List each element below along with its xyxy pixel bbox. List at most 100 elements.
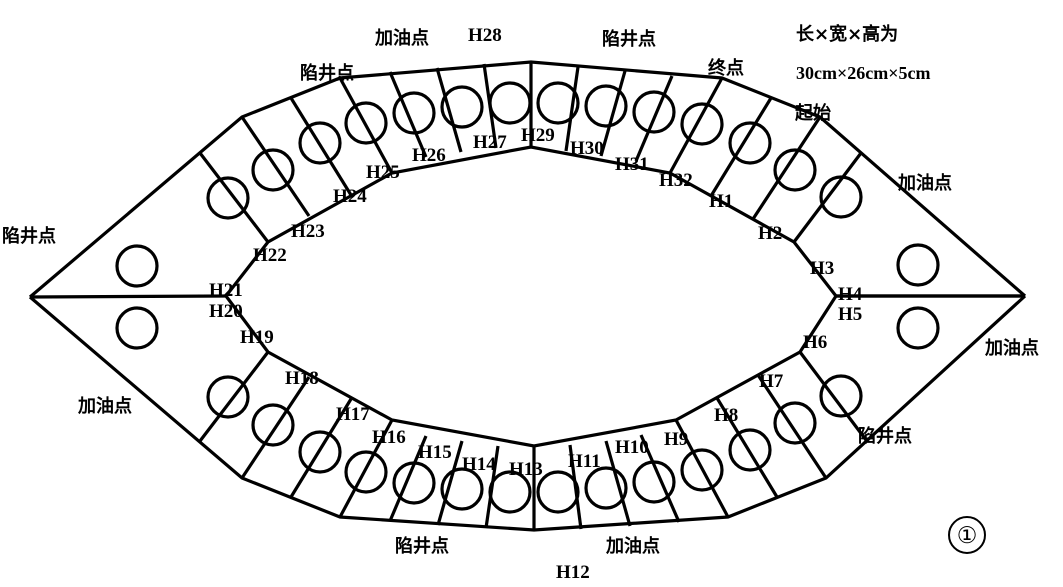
cell-circle-h19: [206, 375, 250, 419]
cell-circles: [115, 81, 940, 514]
cell-circle-h5: [896, 306, 940, 350]
divider-h17-h18: [289, 398, 353, 498]
dimension-caption-value: 30cm×26cm×5cm: [796, 63, 931, 83]
annotation-refuel-point: 加油点: [898, 173, 952, 194]
cell-label: H22: [253, 245, 287, 266]
divider-h19-h20: [198, 351, 270, 442]
figure-number-badge: ①: [948, 516, 986, 554]
dimension-caption-label: 长×宽×高为: [796, 24, 899, 45]
divider-h31-h32: [634, 75, 674, 162]
cell-circle-h20: [115, 306, 159, 350]
cell-label: H27: [473, 132, 507, 153]
divider-h16-h17: [338, 419, 394, 518]
cell-label: H15: [418, 442, 452, 463]
cell-label: H32: [659, 170, 693, 191]
divider-h2-h3: [751, 116, 822, 220]
cell-circle-h6: [819, 374, 863, 418]
cell-label: H7: [759, 371, 784, 392]
cell-label: H16: [372, 427, 406, 448]
cell-circle-h32: [680, 102, 724, 146]
divider-h14-h15: [436, 440, 464, 526]
annotation-trap-point: 陷井点: [602, 29, 656, 50]
divider-h26-h27: [435, 67, 463, 153]
cell-label: H28: [468, 25, 502, 46]
cell-label: H11: [568, 451, 601, 472]
cell-label: H5: [838, 304, 863, 325]
cell-label: H17: [336, 404, 370, 425]
divider-h21-h22: [198, 152, 270, 243]
divider-h9-h10: [639, 434, 681, 523]
divider-h5-h6: [798, 351, 868, 441]
cell-label: H13: [509, 459, 543, 480]
divider-h11-h12: [568, 444, 583, 530]
annotation-refuel-point: 加油点: [985, 338, 1039, 359]
cell-circle-h21: [115, 244, 159, 288]
annotation-trap-point: 陷井点: [300, 63, 354, 84]
cell-circle-h2: [773, 148, 817, 192]
cell-circle-h17: [298, 430, 342, 474]
cell-circle-h26: [392, 91, 436, 135]
cell-label: H9: [664, 429, 689, 450]
cell-circle-h18: [251, 403, 295, 447]
cell-label: H29: [521, 125, 555, 146]
cell-circle-h24: [298, 121, 342, 165]
divider-h29-h30: [564, 66, 580, 152]
divider-h24-h25: [338, 77, 394, 174]
cell-label: H1: [709, 191, 734, 212]
annotation-end-point: 终点: [708, 58, 744, 79]
cell-circle-h23: [251, 148, 295, 192]
divider-h1-h2: [709, 97, 773, 197]
cell-label: H4: [838, 284, 863, 305]
divider-h7-h8: [715, 397, 779, 498]
cell-label: H3: [810, 258, 835, 279]
divider-h6-h7: [756, 374, 828, 479]
divider-h10-h11: [604, 440, 632, 527]
outer-edge-lower: [28, 294, 1027, 532]
cell-label: H20: [209, 301, 243, 322]
divider-h18-h19: [240, 376, 311, 479]
cell-label: H30: [570, 138, 604, 159]
annotation-refuel-point: 加油点: [375, 28, 429, 49]
cell-label: H25: [366, 162, 400, 183]
cell-label: H14: [462, 454, 496, 475]
cell-circle-h3: [819, 175, 863, 219]
annotation-trap-point: 陷井点: [2, 226, 56, 247]
left-tip-spine: [29, 294, 227, 299]
cell-circle-h25: [344, 101, 388, 145]
cell-circle-h27: [440, 85, 484, 129]
divider-h3-h4: [792, 152, 863, 243]
cell-label: H8: [714, 405, 739, 426]
cell-label: H10: [615, 437, 649, 458]
cell-circle-h8: [728, 428, 772, 472]
divider-h25-h26: [388, 71, 428, 158]
cell-label: H6: [803, 332, 828, 353]
cell-label: H26: [412, 145, 446, 166]
cell-circle-h16: [344, 450, 388, 494]
cell-circle-h15: [392, 461, 436, 505]
cell-label: H19: [240, 327, 274, 348]
cell-circle-h22: [206, 176, 250, 220]
cell-circle-h28: [488, 81, 532, 125]
divider-h15-h16: [388, 435, 428, 522]
cell-circle-h1: [728, 121, 772, 165]
cell-label: H21: [209, 280, 243, 301]
cell-circle-h30: [584, 84, 628, 128]
annotation-start-point: 起始: [795, 103, 831, 124]
cell-label: H24: [333, 186, 367, 207]
divider-h22-h23: [240, 116, 311, 217]
cell-circle-h4: [896, 243, 940, 287]
divider-h23-h24: [289, 97, 353, 196]
cell-label: H2: [758, 223, 783, 244]
cell-label: H18: [285, 368, 319, 389]
annotation-trap-point: 陷井点: [858, 426, 912, 447]
divider-h32-h1: [668, 77, 724, 174]
cell-circle-h9: [680, 448, 724, 492]
divider-h8-h9: [674, 419, 730, 518]
divider-h30-h31: [599, 70, 627, 157]
cell-circle-h12: [536, 470, 580, 514]
cell-circle-h11: [584, 466, 628, 510]
cell-label: H12: [556, 562, 590, 583]
cell-circle-h14: [440, 467, 484, 511]
